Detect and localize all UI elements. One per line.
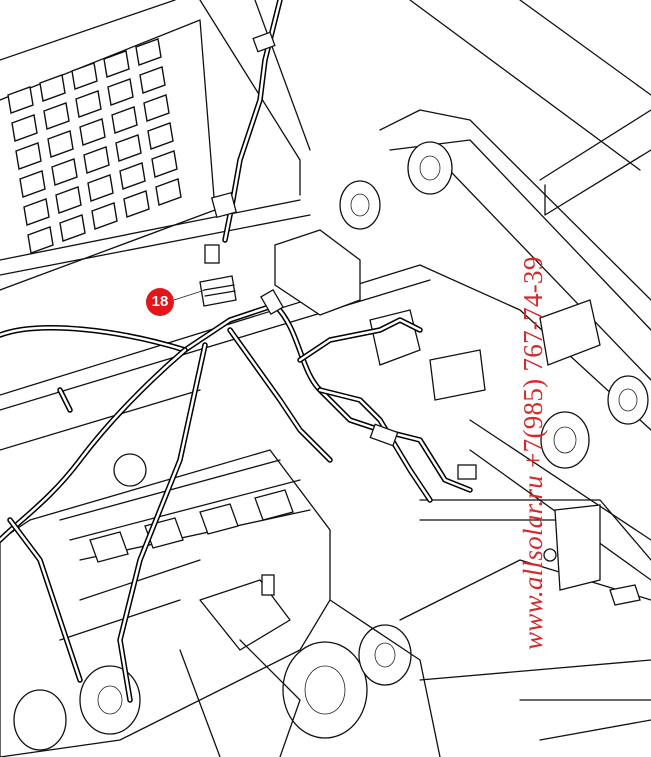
valve-cover — [254, 489, 294, 521]
valve-cover — [89, 531, 129, 563]
watermark-phone: +7(985) 767-74-39 — [518, 256, 548, 475]
grille-cell — [135, 38, 162, 66]
grille-cell — [7, 86, 34, 114]
grille-cell — [11, 114, 38, 142]
grille-cell — [15, 142, 42, 170]
grille-panel — [0, 0, 216, 291]
grille-cell — [123, 190, 150, 218]
grille-cell — [55, 186, 82, 214]
grille-cell — [115, 134, 142, 162]
grille-cell — [143, 94, 170, 122]
grille-cell — [147, 122, 174, 150]
grille-cell — [43, 102, 70, 130]
grille-cell — [59, 214, 86, 242]
grille-cell — [103, 50, 130, 78]
grille-cell — [119, 162, 146, 190]
grille-cell — [87, 174, 114, 202]
watermark-site: www.allsolar.ru — [518, 474, 548, 650]
grille-cell — [19, 170, 46, 198]
grille-cell — [79, 118, 106, 146]
grille-cell — [27, 226, 54, 254]
grille-cell — [47, 130, 74, 158]
grille-cell — [71, 62, 98, 90]
engine-block — [0, 449, 441, 757]
grille-cell — [139, 66, 166, 94]
grille-cell — [151, 150, 178, 178]
grille-cell — [111, 106, 138, 134]
watermark: www.allsolar.ru +7(985) 767-74-39 — [518, 256, 549, 650]
grille-cell — [83, 146, 110, 174]
grille-cell — [155, 178, 182, 206]
callout-leader-line — [173, 289, 206, 301]
grille-cell — [91, 202, 118, 230]
grille-cell — [51, 158, 78, 186]
valve-cover — [199, 503, 239, 535]
grille-cell — [23, 198, 50, 226]
mounting-bushings — [339, 141, 649, 469]
right-components — [274, 229, 641, 606]
grille-cell — [75, 90, 102, 118]
grille-cell — [39, 74, 66, 102]
harness-connectors — [199, 31, 477, 596]
frame-outline — [0, 0, 651, 741]
callout-18: 18 — [146, 288, 174, 316]
grille-cell — [107, 78, 134, 106]
